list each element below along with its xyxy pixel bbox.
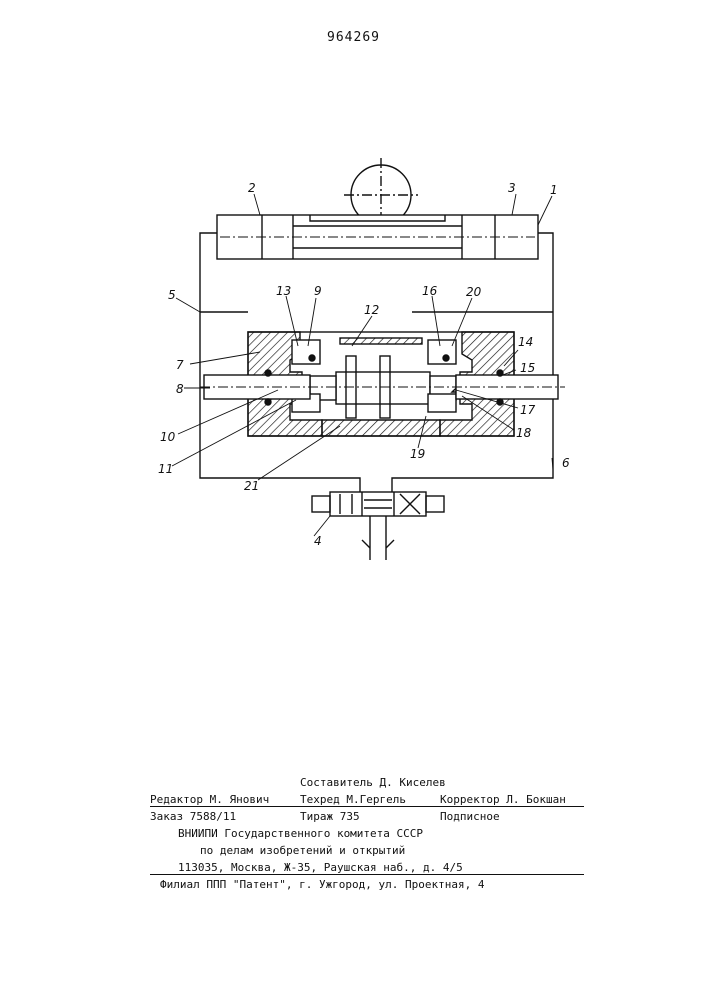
- label-20: 20: [466, 285, 482, 299]
- label-18: 18: [516, 426, 532, 440]
- label-12: 12: [364, 303, 379, 317]
- label-2: 2: [248, 181, 256, 195]
- imprint-rule-middle: [150, 874, 584, 875]
- label-6: 6: [562, 456, 570, 470]
- label-8: 8: [176, 382, 184, 396]
- branch-address: Филиал ППП "Патент", г. Ужгород, ул. Про…: [160, 876, 485, 893]
- label-5: 5: [168, 288, 176, 302]
- label-16: 16: [422, 284, 438, 298]
- label-9: 9: [314, 284, 322, 298]
- label-4: 4: [314, 534, 322, 548]
- label-10: 10: [160, 430, 176, 444]
- shaft-assembly: [217, 158, 538, 259]
- compiler-credit: Составитель Д. Киселев: [300, 774, 446, 791]
- imprint-block: Составитель Д. Киселев Редактор М. Янови…: [150, 774, 590, 893]
- label-11: 11: [158, 462, 173, 476]
- label-7: 7: [176, 358, 184, 372]
- label-19: 19: [410, 447, 425, 461]
- circulation: Тираж 735: [300, 808, 360, 825]
- label-3: 3: [508, 181, 516, 195]
- imprint-rule-top: [150, 806, 584, 807]
- cylinder-body: [200, 332, 565, 436]
- organization-line-1: ВНИИПИ Государственного комитета СССР: [178, 825, 423, 842]
- label-14: 14: [518, 335, 533, 349]
- label-1: 1: [550, 183, 558, 197]
- subscription-note: Подписное: [440, 808, 500, 825]
- order-number: Заказ 7588/11: [150, 808, 236, 825]
- label-15: 15: [520, 361, 535, 375]
- organization-line-2: по делам изобретений и открытий: [200, 842, 405, 859]
- label-17: 17: [520, 403, 536, 417]
- label-21: 21: [244, 479, 259, 493]
- control-valve: [312, 492, 444, 560]
- label-13: 13: [276, 284, 291, 298]
